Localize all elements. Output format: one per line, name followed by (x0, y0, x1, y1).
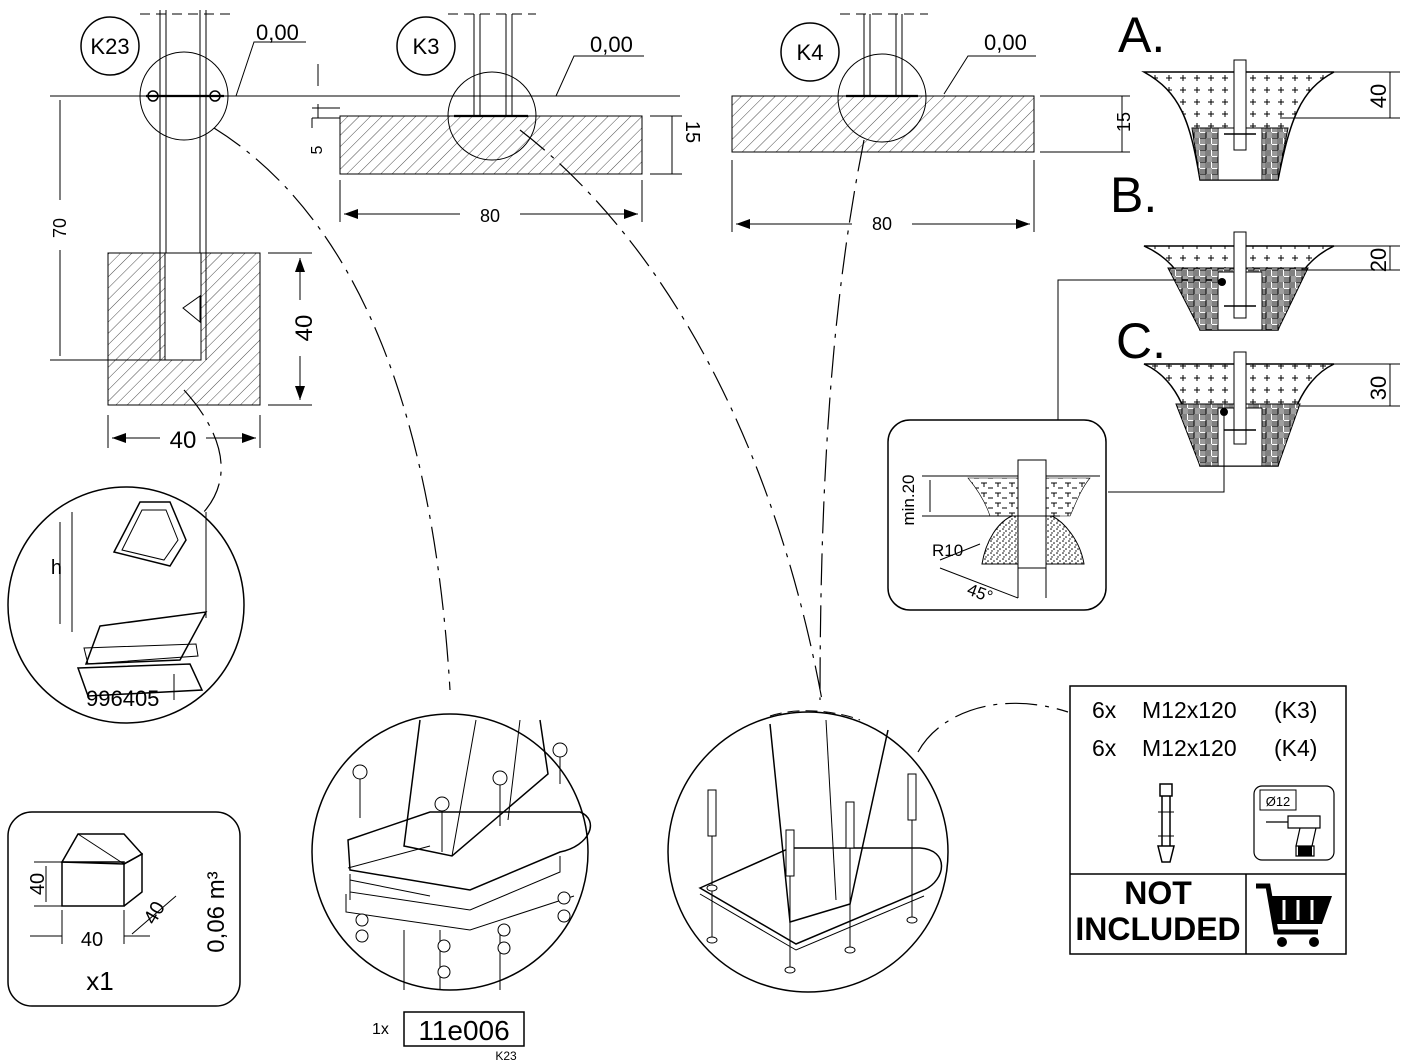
anchor-plate-label: 1x 11e006 K23 (372, 1011, 525, 1063)
drill-size: Ø12 (1266, 794, 1291, 809)
insert-dimension: h (51, 557, 62, 579)
anchor-plate-sub-label: K23 (495, 1049, 517, 1063)
k23-level: 0,00 (256, 20, 299, 45)
k4-foundation-view: K4 0,00 15 80 (731, 13, 1134, 234)
insert-detail: h 996405 (7, 486, 245, 724)
k4-thickness: 15 (1114, 112, 1134, 132)
k3-width: 80 (480, 206, 500, 226)
drain-min-depth: min.20 (899, 474, 918, 525)
concrete-height: 40 (27, 873, 49, 895)
drill-icon: Ø12 (1253, 785, 1335, 861)
soil-b-depth: 20 (1366, 248, 1391, 272)
soil-detail-a: A. 40 (1118, 7, 1400, 181)
leader-line-c (1108, 416, 1225, 493)
soil-c-depth: 30 (1366, 376, 1391, 400)
k4-label: K4 (797, 40, 824, 65)
anchor-plate-quantity: 1x (372, 1021, 389, 1038)
k23-label: K23 (90, 34, 129, 59)
k3-thickness: 15 (681, 121, 703, 143)
fastener-2-ref: (K4) (1274, 735, 1317, 761)
detail-leaders (183, 127, 1069, 753)
base-plate-detail-k23 (311, 713, 592, 991)
drain-radius: R10 (932, 541, 963, 560)
k23-depth: 70 (50, 218, 70, 238)
k4-level: 0,00 (984, 30, 1027, 55)
k3-foundation-view: K3 0,00 5 15 80 (309, 13, 703, 226)
soil-a-depth: 40 (1366, 84, 1391, 108)
k3-label: K3 (413, 34, 440, 59)
concrete-width: 40 (81, 929, 103, 951)
concrete-volume-box: 40 40 40 0,06 m³ x1 (7, 811, 241, 1007)
base-plate-detail-k4 (667, 711, 949, 993)
anchor-plate-part-number: 11e006 (418, 1015, 509, 1046)
concrete-quantity: x1 (86, 966, 113, 996)
not-included-line-2: INCLUDED (1075, 911, 1240, 947)
concrete-volume: 0,06 m³ (203, 871, 230, 952)
fastener-1-ref: (K3) (1274, 697, 1317, 723)
soil-b-label: B. (1110, 167, 1157, 223)
anchor-bolt-icon (1157, 783, 1175, 863)
fastener-2-spec: M12x120 (1142, 735, 1237, 761)
leader-line-b (1057, 279, 1214, 420)
soil-a-label: A. (1118, 7, 1165, 63)
k23-foundation-view: K23 0,00 70 40 40 (50, 10, 680, 454)
k23-block-height: 40 (291, 315, 318, 342)
k3-level: 0,00 (590, 32, 633, 57)
insert-part-number: 996405 (86, 686, 159, 711)
fastener-1-qty: 6x (1092, 697, 1117, 723)
fastener-1-spec: M12x120 (1142, 697, 1237, 723)
not-included-line-1: NOT (1124, 875, 1192, 911)
drain-detail: min.20 R10 45° (887, 419, 1107, 611)
k3-offset: 5 (309, 145, 326, 154)
soil-detail-c: C. 30 (1116, 313, 1400, 467)
soil-detail-b: B. 20 (1110, 167, 1400, 331)
cart-icon (1256, 883, 1332, 947)
fastener-2-qty: 6x (1092, 735, 1117, 761)
fasteners-table: 6x M12x120 (K3) 6x M12x120 (K4) Ø12 NOT … (1069, 685, 1347, 955)
k23-block-width: 40 (170, 427, 197, 454)
k4-width: 80 (872, 214, 892, 234)
soil-c-label: C. (1116, 313, 1166, 369)
